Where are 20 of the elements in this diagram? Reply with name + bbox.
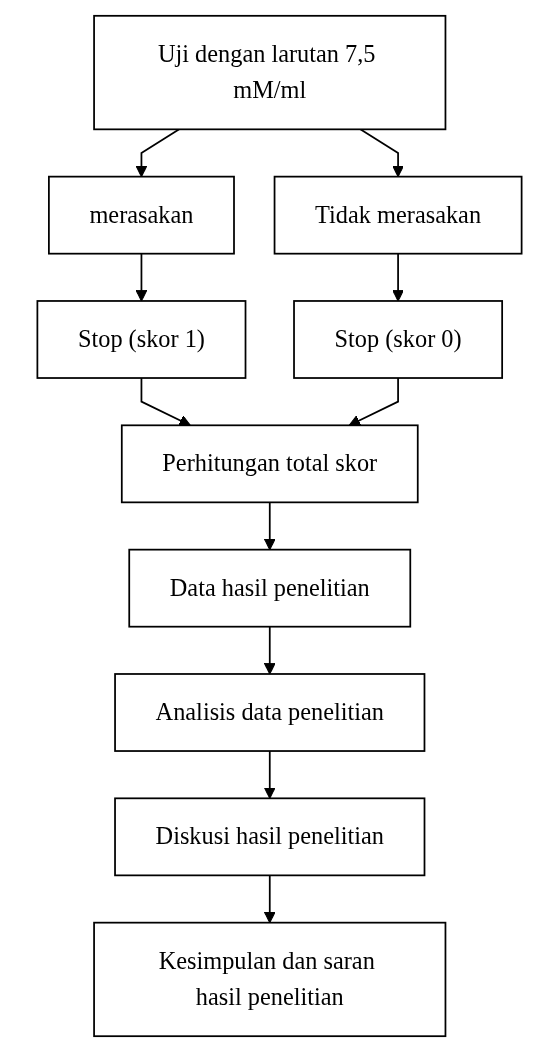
node-box: Analisis data penelitian [114, 673, 426, 752]
arrow [140, 377, 191, 426]
node-box: Tidak merasakan [273, 175, 523, 255]
arrow [359, 128, 405, 178]
node-box: Data hasil penelitian [128, 548, 412, 628]
node-box: Stop (skor 1) [36, 300, 247, 379]
node-box: Uji dengan larutan 7,5 mM/ml [93, 14, 447, 131]
node-box: Kesimpulan dan saran hasil penelitian [93, 921, 447, 1038]
arrow [392, 252, 405, 302]
node-box: merasakan [48, 175, 235, 255]
arrow [263, 750, 276, 799]
arrow [135, 252, 148, 302]
arrow [263, 874, 276, 924]
node-box: Stop (skor 0) [293, 300, 504, 379]
node-box: Diskusi hasil penelitian [114, 797, 426, 877]
arrow [348, 377, 399, 426]
node-box: Perhitungan total skor [120, 424, 419, 504]
arrow [263, 501, 276, 551]
arrow [263, 625, 276, 675]
arrow [135, 128, 181, 178]
